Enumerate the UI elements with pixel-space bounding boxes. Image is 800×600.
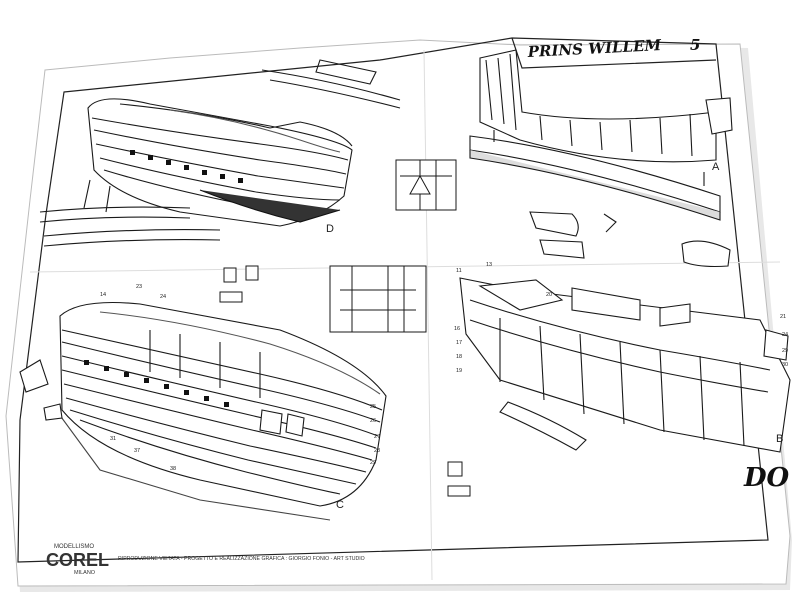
svg-text:28: 28: [374, 448, 380, 454]
svg-text:19: 19: [456, 368, 462, 374]
svg-text:23: 23: [136, 284, 142, 290]
view-label-b: B: [776, 433, 783, 445]
sheet-title-number: 5: [690, 36, 700, 54]
small-parts-right: [529, 211, 731, 268]
svg-text:18: 18: [456, 354, 462, 360]
svg-text:37: 37: [134, 448, 140, 454]
svg-text:14: 14: [100, 292, 106, 298]
svg-text:30: 30: [782, 362, 788, 368]
svg-text:20: 20: [546, 292, 552, 298]
view-label-a: A: [712, 161, 720, 173]
small-parts-bottom: [447, 461, 471, 497]
svg-text:38: 38: [170, 466, 176, 472]
svg-text:31: 31: [110, 436, 116, 442]
svg-text:26: 26: [370, 418, 376, 424]
svg-text:29: 29: [370, 460, 376, 466]
svg-text:25: 25: [370, 404, 376, 410]
svg-text:11: 11: [456, 268, 462, 274]
gunport-row-bottom-left: [84, 360, 229, 407]
hull-drawing-bottom-left: [19, 302, 387, 521]
svg-text:17: 17: [456, 340, 462, 346]
svg-text:16: 16: [454, 326, 460, 332]
footer-note: RIPRODUZIONE VIETATA - PROGETTO E REALIZ…: [118, 556, 365, 562]
frame-details-center: [219, 159, 457, 333]
brand-name: COREL: [46, 550, 109, 570]
hull-drawing-top-left: [39, 59, 401, 247]
keel-drawing-top-right: [469, 49, 733, 221]
svg-text:24: 24: [782, 332, 788, 338]
gunport-row-top-left: [130, 150, 243, 183]
brand-block: MODELLISMO COREL MILANO: [46, 544, 109, 576]
svg-text:21: 21: [780, 314, 786, 320]
hull-drawing-bottom-right: [459, 277, 791, 453]
svg-text:13: 13: [486, 262, 492, 268]
svg-text:29: 29: [782, 348, 788, 354]
svg-text:27: 27: [374, 434, 380, 440]
brand-top: MODELLISMO: [54, 544, 94, 550]
brand-city: MILANO: [74, 570, 96, 576]
corner-mark: DO: [743, 463, 790, 493]
view-label-d: D: [326, 223, 334, 235]
part-numbers: 14 23 24 25 26 27 28 29 31 37 38 11 13 1…: [100, 262, 788, 472]
svg-text:24: 24: [160, 294, 166, 300]
view-label-c: C: [336, 499, 344, 511]
fold-line-vertical: [423, 49, 433, 581]
